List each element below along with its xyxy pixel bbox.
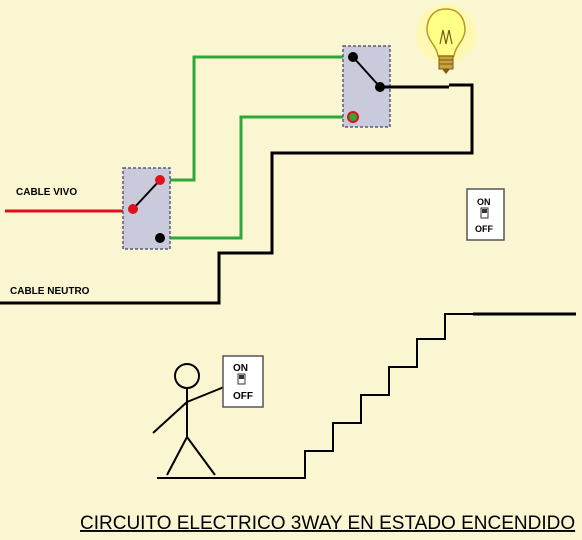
switch-2-terminal-a	[348, 52, 358, 62]
wall-switch-person-off-label: OFF	[233, 391, 253, 402]
switch-1-common-terminal	[128, 204, 138, 214]
wall-switch-person[interactable]: ON OFF	[222, 355, 264, 408]
wall-switch-upper-on-label: ON	[477, 197, 491, 207]
traveler-wire-lower	[160, 115, 353, 240]
switch-2-common-terminal	[375, 82, 385, 92]
wall-switch-upper-off-label: OFF	[475, 224, 493, 234]
live-wire-label: CABLE VIVO	[16, 187, 77, 198]
wall-switch-upper[interactable]: ON OFF	[466, 188, 505, 241]
wall-switch-person-on-label: ON	[233, 363, 248, 374]
neutral-wire	[0, 83, 474, 305]
staircase	[157, 313, 473, 479]
traveler-wire-upper	[160, 55, 353, 182]
three-way-switch-2[interactable]	[342, 45, 449, 128]
switch-1-terminal-a	[155, 175, 165, 185]
switch-1-terminal-b	[155, 233, 165, 243]
neutral-wire-label: CABLE NEUTRO	[10, 286, 90, 297]
switch-2-terminal-b	[347, 111, 359, 123]
three-way-switch-1[interactable]	[122, 167, 171, 250]
diagram-caption: CIRCUITO ELECTRICO 3WAY EN ESTADO ENCEND…	[80, 513, 575, 534]
person-icon	[152, 363, 230, 476]
light-bulb-icon	[416, 4, 476, 74]
